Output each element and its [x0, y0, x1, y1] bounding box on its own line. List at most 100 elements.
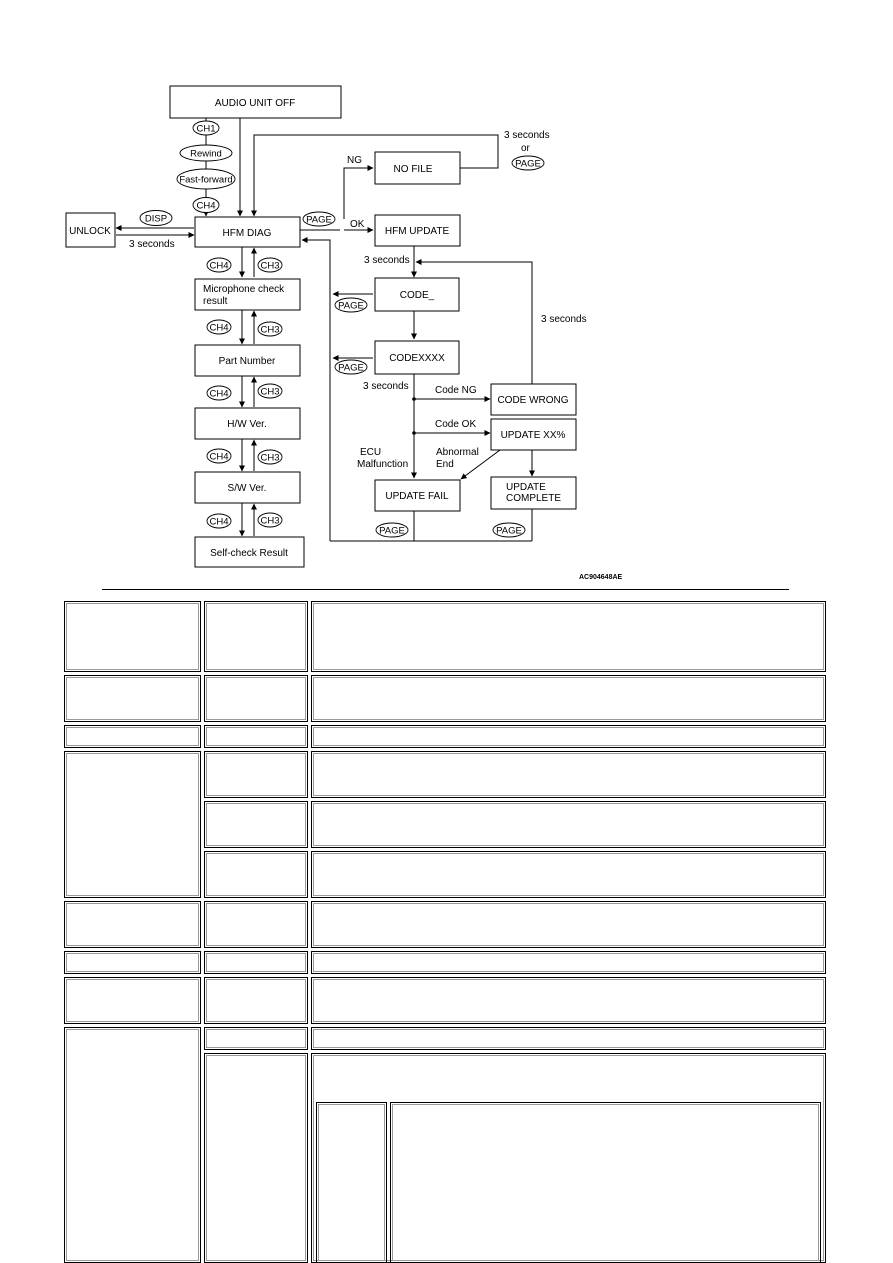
disp-button-symbol: DISP: [139, 210, 173, 226]
box-update-progress: [490, 418, 577, 451]
label-part-number: Part Number: [219, 356, 276, 367]
page-button-symbol: PAGE: [334, 297, 368, 313]
table-cell: [64, 977, 201, 1024]
box-sw-ver: [194, 471, 301, 504]
label-ch4: CH4: [196, 201, 215, 212]
table-cell: [64, 725, 201, 748]
ch3-button-symbol: CH3: [257, 449, 283, 465]
ch3-button-symbol: CH3: [257, 512, 283, 528]
label-three-seconds: 3 seconds: [504, 130, 550, 141]
label-page: PAGE: [338, 301, 364, 312]
ch4-button-symbol: CH4: [192, 197, 220, 213]
label-abnormal: Abnormal: [436, 447, 479, 458]
box-code-entry: [374, 340, 460, 375]
table-cell: [311, 601, 826, 672]
ch4-button-symbol: CH4: [206, 257, 232, 273]
table-cell: [64, 675, 201, 722]
label-or: or: [521, 143, 531, 154]
table-cell: [311, 977, 826, 1024]
table-cell: [204, 675, 308, 722]
table-cell: [311, 751, 826, 798]
label-sw-ver: S/W Ver.: [228, 483, 267, 494]
label-ch3: CH3: [260, 325, 279, 336]
label-ch4: CH4: [209, 323, 228, 334]
table-cell: [311, 725, 826, 748]
table-cell: [311, 1027, 826, 1050]
ch3-button-symbol: CH3: [257, 321, 283, 337]
label-malfunction: Malfunction: [357, 459, 408, 470]
table-cell: [311, 851, 826, 898]
table-cell: [64, 1027, 201, 1263]
table-cell: [64, 951, 201, 974]
rewind-button-symbol: Rewind: [179, 144, 233, 162]
label-ecu: ECU: [360, 447, 381, 458]
box-no-file: [374, 151, 461, 185]
connector-lines: [115, 118, 535, 542]
label-page: PAGE: [496, 526, 522, 537]
label-rewind: Rewind: [190, 149, 222, 160]
ch4-button-symbol: CH4: [206, 319, 232, 335]
label-code-prompt: CODE_: [400, 290, 435, 301]
box-hw-ver: [194, 407, 301, 440]
box-microphone-check: [194, 278, 301, 311]
label-ch3: CH3: [260, 261, 279, 272]
label-page: PAGE: [306, 215, 332, 226]
label-ch4: CH4: [209, 261, 228, 272]
table-cell: [311, 801, 826, 848]
label-page: PAGE: [515, 159, 541, 170]
junction-dot: [412, 397, 416, 401]
label-three-seconds: 3 seconds: [363, 381, 409, 392]
table-cell: [204, 977, 308, 1024]
label-ok: OK: [350, 219, 365, 230]
label-update-complete-1: UPDATE: [506, 482, 546, 493]
label-page: PAGE: [379, 526, 405, 537]
label-ch3: CH3: [260, 516, 279, 527]
ch4-button-symbol: CH4: [206, 448, 232, 464]
box-hfm-diag: [194, 216, 301, 248]
ch4-button-symbol: CH4: [206, 513, 232, 529]
label-code-ok: Code OK: [435, 419, 476, 430]
table-cell: [204, 601, 308, 672]
table-cell: [204, 801, 308, 848]
label-microphone-check-2: result: [203, 296, 228, 307]
label-update-progress: UPDATE XX%: [501, 430, 566, 441]
table-cell: [64, 901, 201, 948]
label-three-seconds: 3 seconds: [541, 314, 587, 325]
label-three-seconds: 3 seconds: [129, 239, 175, 250]
ch3-button-symbol: CH3: [257, 383, 283, 399]
label-hw-ver: H/W Ver.: [227, 419, 266, 430]
box-hfm-update: [374, 214, 461, 247]
label-ch4: CH4: [209, 389, 228, 400]
table-cell: [311, 901, 826, 948]
box-code-prompt: [374, 277, 460, 312]
junction-dot: [412, 431, 416, 435]
box-audio-unit-off: [169, 85, 342, 119]
label-disp: DISP: [145, 214, 167, 225]
page-button-symbol: PAGE: [334, 359, 368, 375]
table-cell: [204, 1053, 308, 1263]
label-ch1: CH1: [196, 124, 215, 135]
hfm-diag-flowchart: AUDIO UNIT OFF NO FILE UNLOCK HFM DIAG H…: [65, 85, 789, 590]
label-hfm-diag: HFM DIAG: [223, 228, 272, 239]
box-self-check-result: [194, 536, 305, 568]
box-update-complete: [490, 476, 577, 510]
nested-table-cell: [316, 1102, 387, 1263]
page-button-symbol: PAGE: [492, 522, 526, 538]
table-cell: [204, 1027, 308, 1050]
box-code-wrong: [490, 383, 577, 416]
table-cell: [204, 951, 308, 974]
table-cell: [311, 675, 826, 722]
box-part-number: [194, 344, 301, 377]
page-button-symbol: PAGE: [375, 522, 409, 538]
box-unlock: [65, 212, 116, 248]
label-code-ng: Code NG: [435, 385, 477, 396]
label-microphone-check-1: Microphone check: [203, 284, 285, 295]
label-end: End: [436, 459, 454, 470]
page-button-symbol: PAGE: [302, 211, 336, 227]
label-code-wrong: CODE WRONG: [497, 395, 568, 406]
label-update-complete-2: COMPLETE: [506, 493, 561, 504]
label-ch4: CH4: [209, 517, 228, 528]
label-update-fail: UPDATE FAIL: [385, 491, 449, 502]
table-cell: [204, 725, 308, 748]
ch4-button-symbol: CH4: [206, 385, 232, 401]
